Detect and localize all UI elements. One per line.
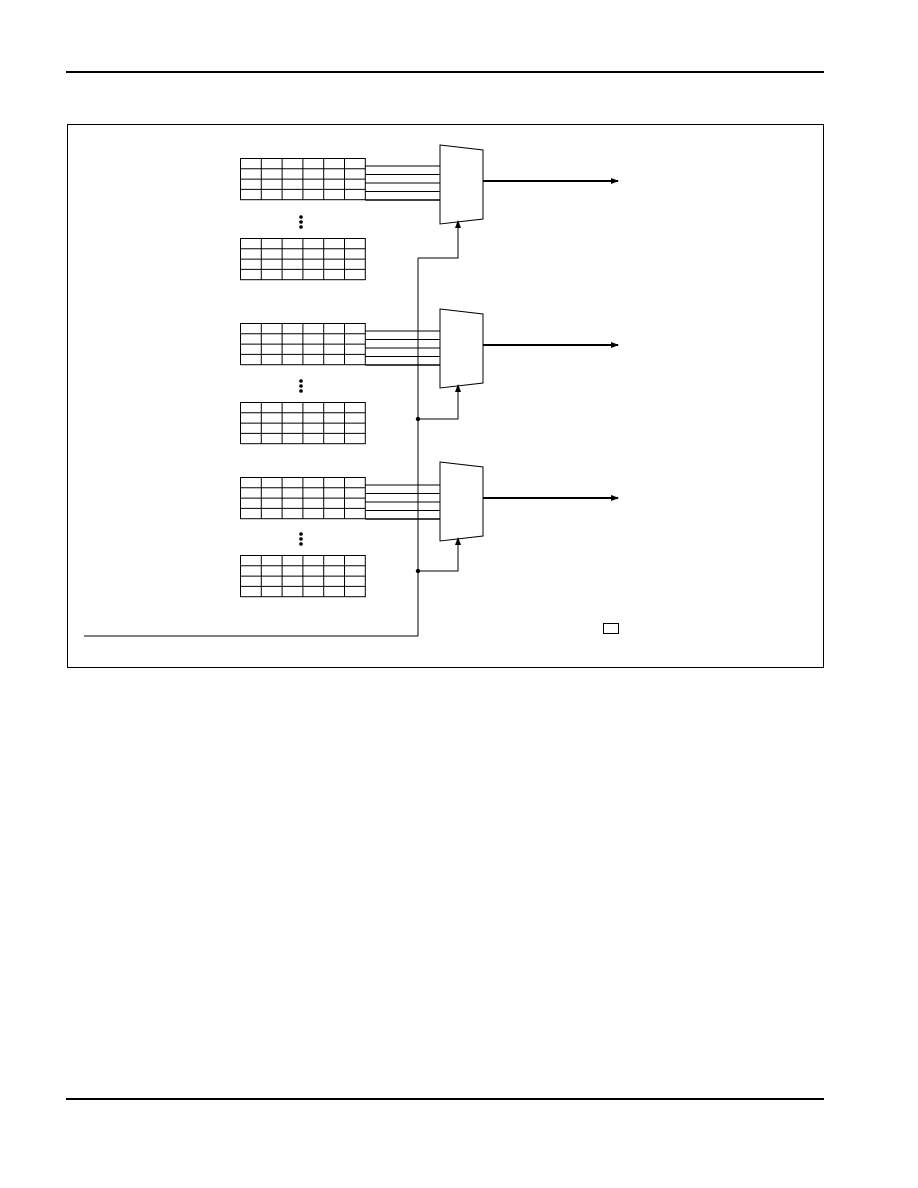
- select-line-1: [418, 220, 461, 259]
- ellipsis-dots-icon: [299, 225, 303, 229]
- ellipsis-dots-icon: [299, 215, 303, 219]
- multiplexer-2: [439, 308, 484, 389]
- ellipsis-dots-icon: [299, 389, 303, 393]
- multiplexer-3: [439, 461, 484, 542]
- ellipsis-dots-icon: [299, 542, 303, 546]
- ellipsis-dots-icon: [299, 537, 303, 541]
- select-line-3: [418, 537, 461, 572]
- select-line-2: [418, 384, 461, 420]
- ellipsis-dots-icon: [299, 384, 303, 388]
- register-array-top-3: [240, 477, 366, 520]
- legend-box: [603, 623, 619, 634]
- multiplexer-1: [439, 144, 484, 225]
- ellipsis-dots-icon: [299, 220, 303, 224]
- register-array-bottom-1: [240, 238, 366, 281]
- ellipsis-dots-icon: [299, 532, 303, 536]
- register-array-top-1: [240, 158, 366, 201]
- register-array-bottom-3: [240, 555, 366, 598]
- figure-frame: [67, 124, 824, 668]
- register-array-bottom-2: [240, 402, 366, 445]
- footer-rule: [66, 1098, 824, 1100]
- register-array-top-2: [240, 323, 366, 366]
- header-rule: [66, 71, 824, 73]
- ellipsis-dots-icon: [299, 379, 303, 383]
